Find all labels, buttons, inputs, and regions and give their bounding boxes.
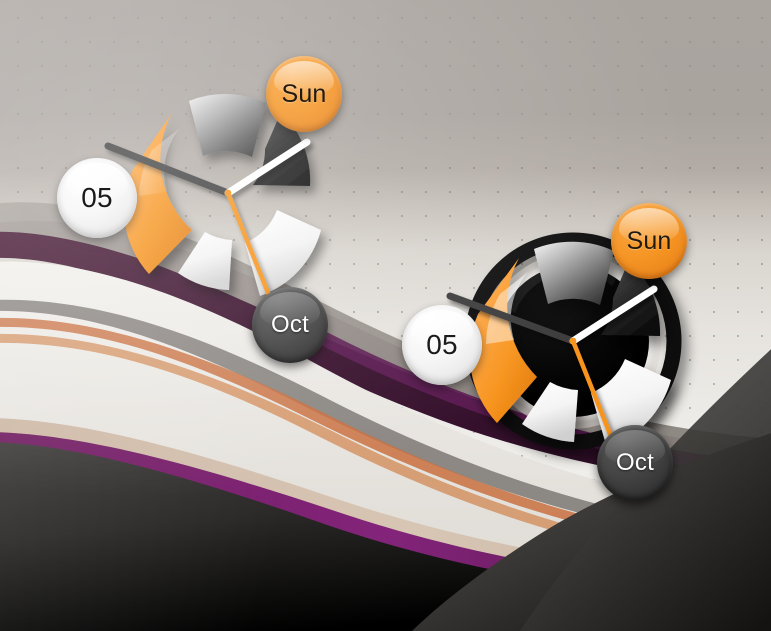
hand-minute [224,138,311,197]
badge-month-label: Oct [271,311,309,338]
badge-day-label: Sun [626,226,672,255]
hand-hour [446,292,577,345]
hand-hub [569,337,577,345]
segment-white [591,359,671,448]
segment-gray [189,93,266,157]
badge-date-label: 05 [81,182,113,213]
segment-white [245,210,321,296]
ribbon-tan-band [0,418,771,600]
clock-left-ring-segments [123,93,321,296]
segment-white-bottom [522,382,578,442]
background-dot-pattern-top [0,0,771,160]
segment-gray [534,241,614,305]
clock-right-badge-month[interactable]: Oct [597,425,673,501]
clock-right-badge-date[interactable]: 05 [402,305,482,385]
clock-left-badge-day[interactable]: Sun [266,56,342,132]
hand-hub [224,189,232,197]
hand-hour [104,142,232,197]
badge-date-label: 05 [426,329,458,360]
ribbon-dark-mass [0,442,771,631]
clock-right-badge-day[interactable]: Sun [611,203,687,279]
clock-left-badge-date[interactable]: 05 [57,158,137,238]
badge-day-label: Sun [281,79,327,108]
segment-orange-gloss [486,272,528,344]
segment-orange [123,113,192,274]
segment-orange-gloss [139,128,180,196]
hand-minute [569,285,658,345]
clock-left-badge-month[interactable]: Oct [252,287,328,363]
segment-white-bottom [178,232,232,290]
ribbon-purple-band [0,432,771,614]
clock-right-ring-segments [469,241,671,448]
badge-month-label: Oct [616,449,654,476]
